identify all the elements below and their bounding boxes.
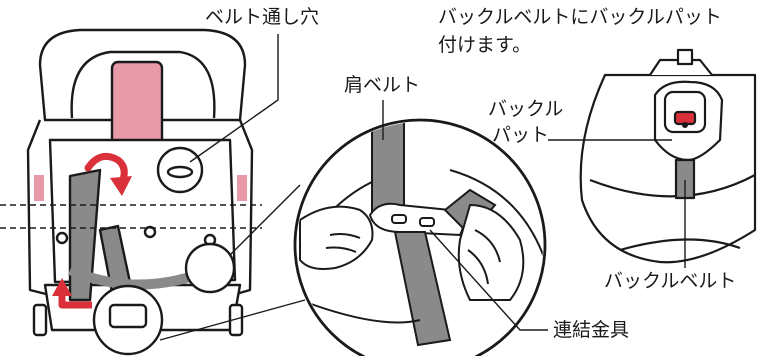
label-connector: 連結金具	[553, 319, 630, 341]
car-seat-front-view	[0, 28, 262, 356]
red-arrow-upper-head	[110, 176, 132, 196]
label-buckle-pad-line1: バックル	[488, 98, 564, 120]
label-shoulder-belt: 肩ベルト	[344, 74, 421, 96]
seat-belt-left	[68, 168, 102, 302]
belt-slot	[166, 165, 194, 179]
buckle-belt-strap	[393, 231, 452, 347]
hand-right	[457, 203, 525, 301]
label-buckle-belt: バックルベルト	[604, 270, 737, 292]
connector-magnified-view	[293, 118, 547, 356]
hand-left	[299, 205, 374, 270]
seat-side-pink-right	[237, 175, 247, 201]
red-arrow-lower-head	[52, 278, 72, 296]
zoom-leader-bottom	[159, 299, 306, 341]
red-arrow-upper	[84, 152, 128, 186]
seat-side-pink-left	[34, 175, 44, 201]
label-belt-slot: ベルト通し穴	[205, 6, 320, 28]
label-instruction-line2: 付けます。	[438, 34, 532, 56]
buckle-pad-closeup	[579, 48, 757, 264]
buckle-in-circle	[108, 303, 148, 329]
seat-back-pad	[110, 60, 164, 154]
leader-connector	[429, 229, 548, 331]
seat-headrest-inner	[70, 50, 216, 119]
zoom-leader-top	[229, 184, 301, 256]
lower-callout-circle	[184, 242, 236, 294]
seat-hole	[143, 225, 157, 239]
label-buckle-pad-line2: パット	[492, 124, 550, 146]
seat-foot-left	[32, 303, 48, 337]
leader-belt-slot	[189, 34, 279, 163]
label-instruction-line1: バックルベルトにバックルパット	[438, 6, 722, 28]
seat-hole	[55, 231, 69, 245]
